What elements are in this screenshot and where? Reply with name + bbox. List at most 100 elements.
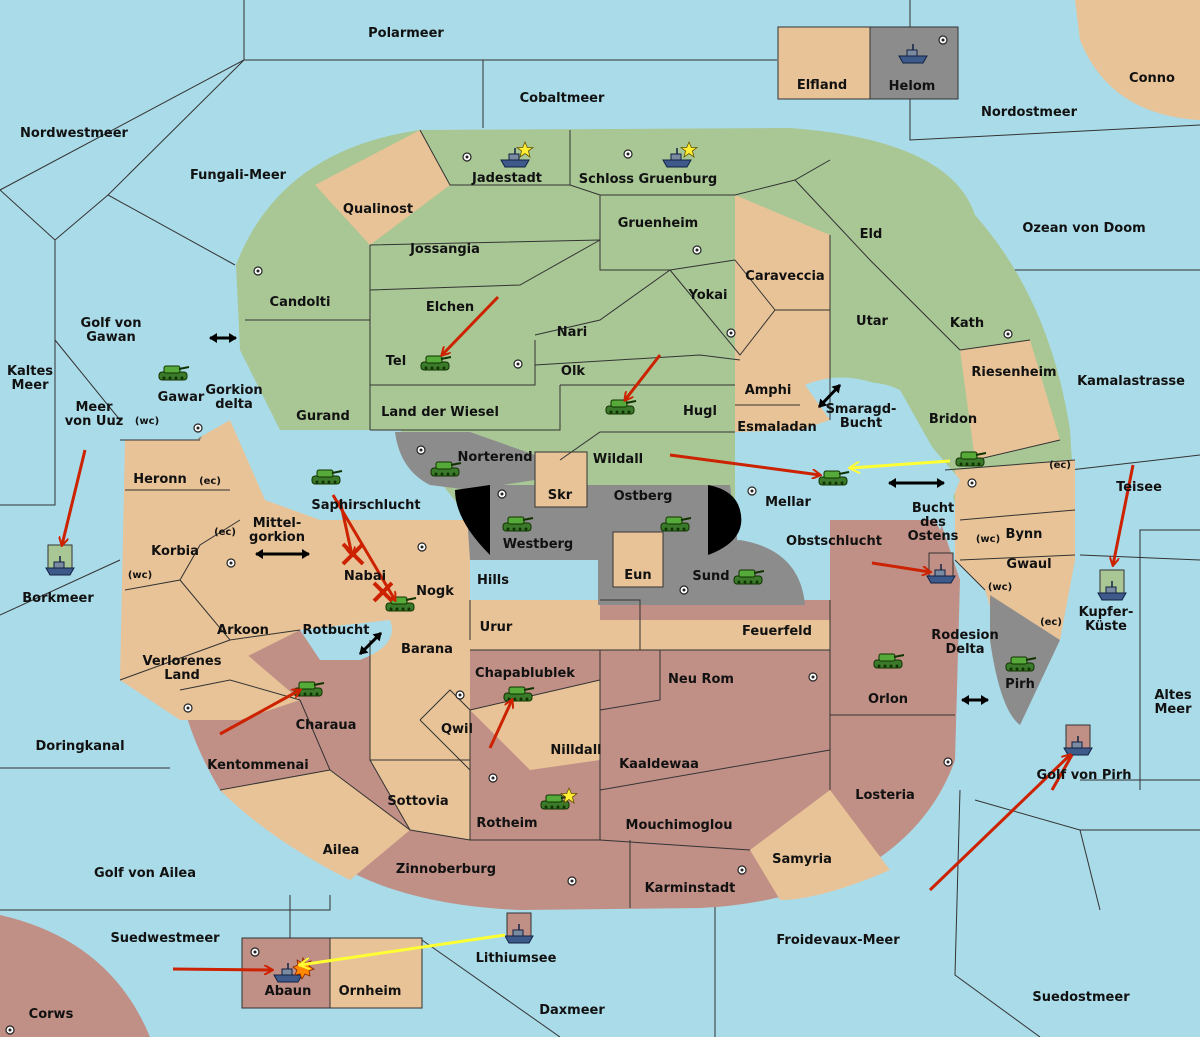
- tank-icon[interactable]: [955, 451, 987, 467]
- label-corws: Corws: [29, 1007, 74, 1022]
- label-chapa: Chapablublek: [475, 666, 575, 681]
- label-rotbucht: Rotbucht: [303, 623, 370, 638]
- label-westberg: Westberg: [503, 537, 573, 552]
- tank-icon[interactable]: [503, 686, 535, 702]
- label-golf-pirh: Golf von Pirh: [1036, 768, 1131, 783]
- label-charaua: Charaua: [296, 718, 357, 733]
- label-jossangia: Jossangia: [409, 242, 480, 257]
- label-daxmeer: Daxmeer: [539, 1003, 605, 1018]
- tank-icon[interactable]: [158, 365, 190, 381]
- destroyed-x-icon: [341, 542, 394, 603]
- tank-icon[interactable]: [293, 681, 325, 697]
- label-zinnoberburg: Zinnoberburg: [396, 862, 496, 877]
- label-cobaltmeer: Cobaltmeer: [520, 91, 605, 106]
- label-gorkion-1: Gorkion: [205, 383, 262, 398]
- tank-icon[interactable]: [311, 469, 343, 485]
- label-obstschlucht: Obstschlucht: [786, 534, 882, 549]
- territory-riesenheim[interactable]: [960, 340, 1060, 460]
- region-tan-center: [310, 520, 830, 650]
- territory-conno[interactable]: [1075, 0, 1200, 120]
- label-kaltes-1: Kaltes: [7, 364, 53, 379]
- label-mittel-2: gorkion: [249, 530, 305, 545]
- label-urur: Urur: [480, 620, 513, 635]
- label-kentommenai: Kentommenai: [207, 758, 308, 773]
- label-altes-2: Meer: [1155, 702, 1193, 717]
- support-arrow-icon: [300, 459, 951, 965]
- tank-icon[interactable]: [420, 355, 452, 371]
- tank-icon[interactable]: [502, 516, 534, 532]
- label-uuz-1: Meer: [76, 400, 114, 415]
- label-qualinost: Qualinost: [343, 202, 413, 217]
- label-wildall: Wildall: [593, 452, 643, 467]
- coast-wc: (wc): [135, 416, 159, 427]
- territory-skr[interactable]: [534, 451, 588, 508]
- coast-labels: (wc) (ec) (ec) (wc) (ec) (wc) (wc) (ec): [128, 416, 1071, 628]
- label-mittel-1: Mittel-: [253, 516, 302, 531]
- label-golf-ailea: Golf von Ailea: [94, 866, 196, 881]
- label-bucht-1: Bucht: [912, 501, 954, 516]
- territory-westberg-ostberg[interactable]: [465, 485, 740, 560]
- territory-eun[interactable]: [612, 531, 664, 588]
- label-yokai: Yokai: [687, 288, 727, 303]
- territory-qualinost[interactable]: [315, 130, 450, 245]
- tank-icon[interactable]: [605, 399, 637, 415]
- label-bucht-2: des: [920, 515, 946, 530]
- units: [45, 43, 1127, 983]
- label-caraveccia: Caraveccia: [745, 269, 824, 284]
- label-riesenheim: Riesenheim: [971, 365, 1056, 380]
- label-tel: Tel: [386, 354, 406, 369]
- swap-arrow-icon: [209, 333, 989, 705]
- label-kupfer-1: Kupfer-: [1079, 605, 1134, 620]
- label-uuz-2: von Uuz: [65, 414, 124, 429]
- label-conno: Conno: [1129, 71, 1175, 86]
- label-froidevaux: Froidevaux-Meer: [776, 933, 900, 948]
- territory-verlorenes-land-fill[interactable]: [120, 640, 300, 720]
- tank-icon[interactable]: [733, 569, 765, 585]
- territory-sottovia[interactable]: [370, 640, 470, 840]
- tank-icon[interactable]: [1005, 656, 1037, 672]
- territory-corws[interactable]: [0, 915, 150, 1037]
- region-green: [236, 128, 1075, 520]
- label-doringkanal: Doringkanal: [35, 739, 124, 754]
- label-gruenheim: Gruenheim: [618, 216, 698, 231]
- label-suedwestmeer: Suedwestmeer: [110, 931, 220, 946]
- tank-icon[interactable]: [873, 653, 905, 669]
- label-arkoon: Arkoon: [217, 623, 269, 638]
- label-ostberg: Ostberg: [614, 489, 673, 504]
- label-ozean-doom: Ozean von Doom: [1022, 221, 1145, 236]
- label-rotheim: Rotheim: [476, 816, 537, 831]
- label-amphi: Amphi: [745, 383, 792, 398]
- tank-icon[interactable]: [818, 470, 850, 486]
- region-tan-amphi: [735, 195, 830, 432]
- territory-samyria[interactable]: [750, 790, 890, 900]
- coast-wc: (wc): [976, 534, 1000, 545]
- label-kaltes-2: Meer: [12, 378, 50, 393]
- label-mouchimoglou: Mouchimoglou: [626, 818, 733, 833]
- label-sund: Sund: [692, 569, 729, 584]
- territory-elfland[interactable]: [777, 26, 871, 100]
- label-ornheim: Ornheim: [339, 984, 402, 999]
- tank-icon[interactable]: [660, 516, 692, 532]
- territory-ailea[interactable]: [220, 770, 410, 880]
- label-elfland: Elfland: [797, 78, 847, 93]
- label-kath: Kath: [950, 316, 984, 331]
- label-rodesion-2: Delta: [945, 642, 984, 657]
- label-mellar: Mellar: [765, 495, 811, 510]
- label-olk: Olk: [561, 364, 586, 379]
- label-gorkion-2: delta: [215, 397, 253, 412]
- label-bynn: Bynn: [1006, 527, 1043, 542]
- label-pirh: Pirh: [1005, 677, 1035, 692]
- coast-wc: (wc): [128, 570, 152, 581]
- label-heronn: Heronn: [133, 472, 187, 487]
- label-nogk: Nogk: [416, 584, 454, 599]
- label-helom: Helom: [889, 79, 936, 94]
- territory-norterend[interactable]: [395, 432, 535, 490]
- label-golf-gawan-2: Gawan: [86, 330, 135, 345]
- label-gwaul: Gwaul: [1006, 557, 1051, 572]
- sea-labels: Polarmeer Cobaltmeer Nordwestmeer Fungal…: [7, 26, 1192, 1018]
- label-esmaladan: Esmaladan: [737, 420, 817, 435]
- label-jadestadt: Jadestadt: [471, 171, 542, 186]
- sea-smaragd-bucht[interactable]: [805, 377, 960, 531]
